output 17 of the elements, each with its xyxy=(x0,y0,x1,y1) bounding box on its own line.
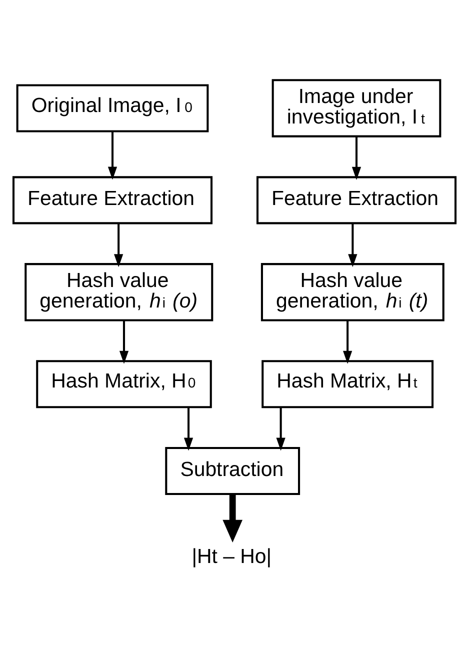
arrow xyxy=(184,406,194,450)
node-box: Subtraction xyxy=(165,446,300,495)
node-box: Hash value generation, hi (t) xyxy=(260,262,444,321)
node-box: Feature Extraction xyxy=(12,176,213,224)
arrow xyxy=(114,222,124,267)
node-text: |Ht – Ho| xyxy=(192,544,272,568)
arrow xyxy=(119,320,129,364)
arrow xyxy=(352,136,362,180)
arrow xyxy=(108,130,118,180)
arrow xyxy=(222,494,242,542)
node-box: Hash value generation, hi (o) xyxy=(24,262,214,321)
node-box: Feature Extraction xyxy=(256,176,457,224)
arrow xyxy=(342,320,352,364)
node-box: Hash Matrix, H0 xyxy=(36,360,212,408)
arrow xyxy=(348,222,358,267)
node-box: Hash Matrix, Ht xyxy=(262,360,434,408)
arrow xyxy=(276,406,286,450)
